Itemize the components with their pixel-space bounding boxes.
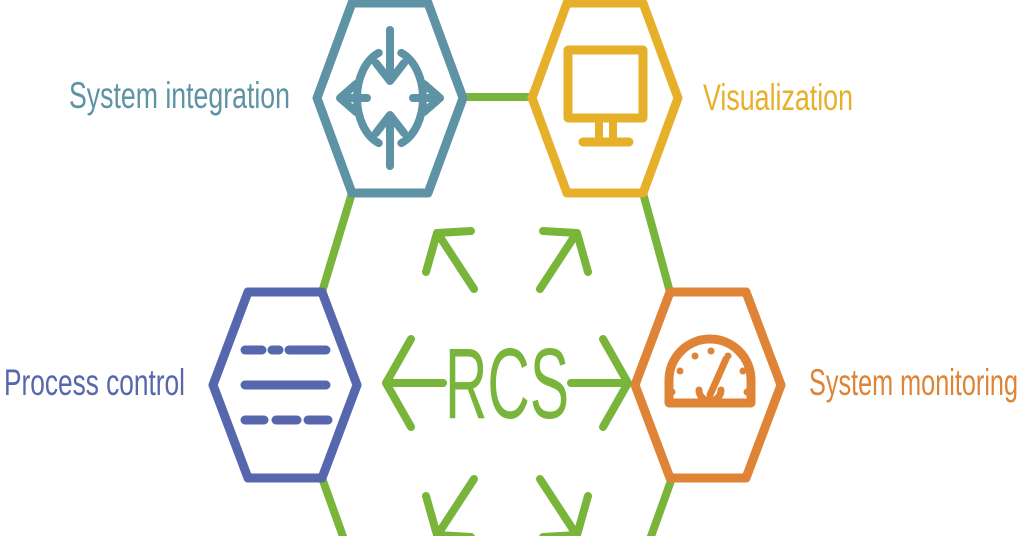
integration-arrows-icon xyxy=(336,26,444,170)
connector-line xyxy=(646,474,676,536)
connector-line xyxy=(318,474,348,536)
node-system-integration: System integration xyxy=(69,0,468,198)
gauge-tick-dots xyxy=(668,347,751,396)
monitor-icon xyxy=(563,45,648,147)
connector-line xyxy=(639,189,674,296)
node-system-monitoring: System monitoring xyxy=(630,287,1018,483)
arrow-down-left-icon xyxy=(422,475,478,536)
connector-line xyxy=(318,189,356,296)
node-label-process-control: Process control xyxy=(4,362,185,403)
hexagon-outline xyxy=(527,0,683,198)
arrow-up-right-icon xyxy=(536,227,592,293)
node-label-system-monitoring: System monitoring xyxy=(809,362,1018,403)
rcs-outward-arrows xyxy=(382,227,632,536)
dashed-lines-icon xyxy=(240,345,333,425)
hexagon-outline xyxy=(630,287,786,483)
rcs-center-label: RCS xyxy=(445,328,569,440)
rcs-center: RCS xyxy=(382,227,632,536)
arrow-right-icon xyxy=(567,335,632,431)
arrow-down-right-icon xyxy=(536,475,592,536)
node-visualization: Visualization xyxy=(527,0,853,198)
node-label-system-integration: System integration xyxy=(69,75,290,116)
arrow-left-icon xyxy=(382,335,447,431)
hexagon-outline xyxy=(312,0,468,198)
arrow-up-left-icon xyxy=(422,227,478,293)
connector-lines xyxy=(318,93,676,536)
gauge-icon xyxy=(664,334,756,408)
node-process-control: Process control xyxy=(4,287,362,483)
node-label-visualization: Visualization xyxy=(703,77,853,118)
